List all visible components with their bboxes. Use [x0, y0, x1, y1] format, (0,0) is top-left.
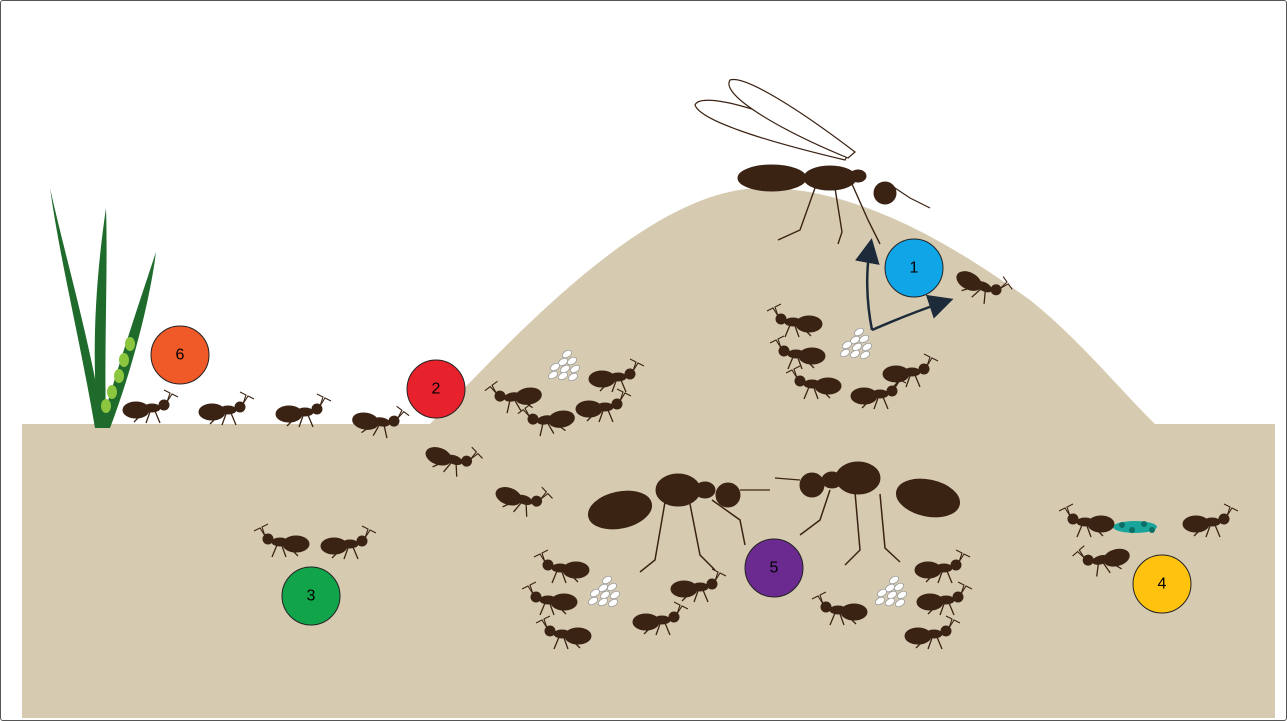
worker-ant — [275, 393, 332, 428]
grass-blades — [50, 188, 156, 428]
step-badge-6: 6 — [150, 325, 210, 385]
worker-ant — [198, 391, 255, 426]
badge-circle — [1132, 554, 1192, 614]
badge-number: 6 — [176, 347, 185, 364]
badge-circle — [150, 325, 210, 385]
aphids — [101, 337, 135, 413]
badge-circle — [884, 238, 944, 298]
step-badge-2: 2 — [406, 359, 466, 419]
worker-ant — [122, 389, 179, 424]
fungal-spores — [1113, 521, 1157, 533]
badge-number: 5 — [770, 560, 779, 577]
badge-circle — [744, 538, 804, 598]
badge-number: 4 — [1158, 576, 1167, 593]
winged-reproductive-ant — [694, 78, 931, 245]
badge-number: 3 — [307, 588, 316, 605]
step-badge-1: 1 — [884, 238, 944, 298]
badge-number: 1 — [910, 260, 919, 277]
step-badge-3: 3 — [281, 566, 341, 626]
dispersal-arrows — [855, 238, 954, 332]
nest-soil — [22, 187, 1275, 718]
step-badge-5: 5 — [744, 538, 804, 598]
badge-circle — [406, 359, 466, 419]
step-badge-4: 4 — [1132, 554, 1192, 614]
queen-ant-right — [774, 461, 961, 566]
badge-circle — [281, 566, 341, 626]
queen-ant-left — [587, 473, 770, 573]
badge-number: 2 — [432, 381, 441, 398]
